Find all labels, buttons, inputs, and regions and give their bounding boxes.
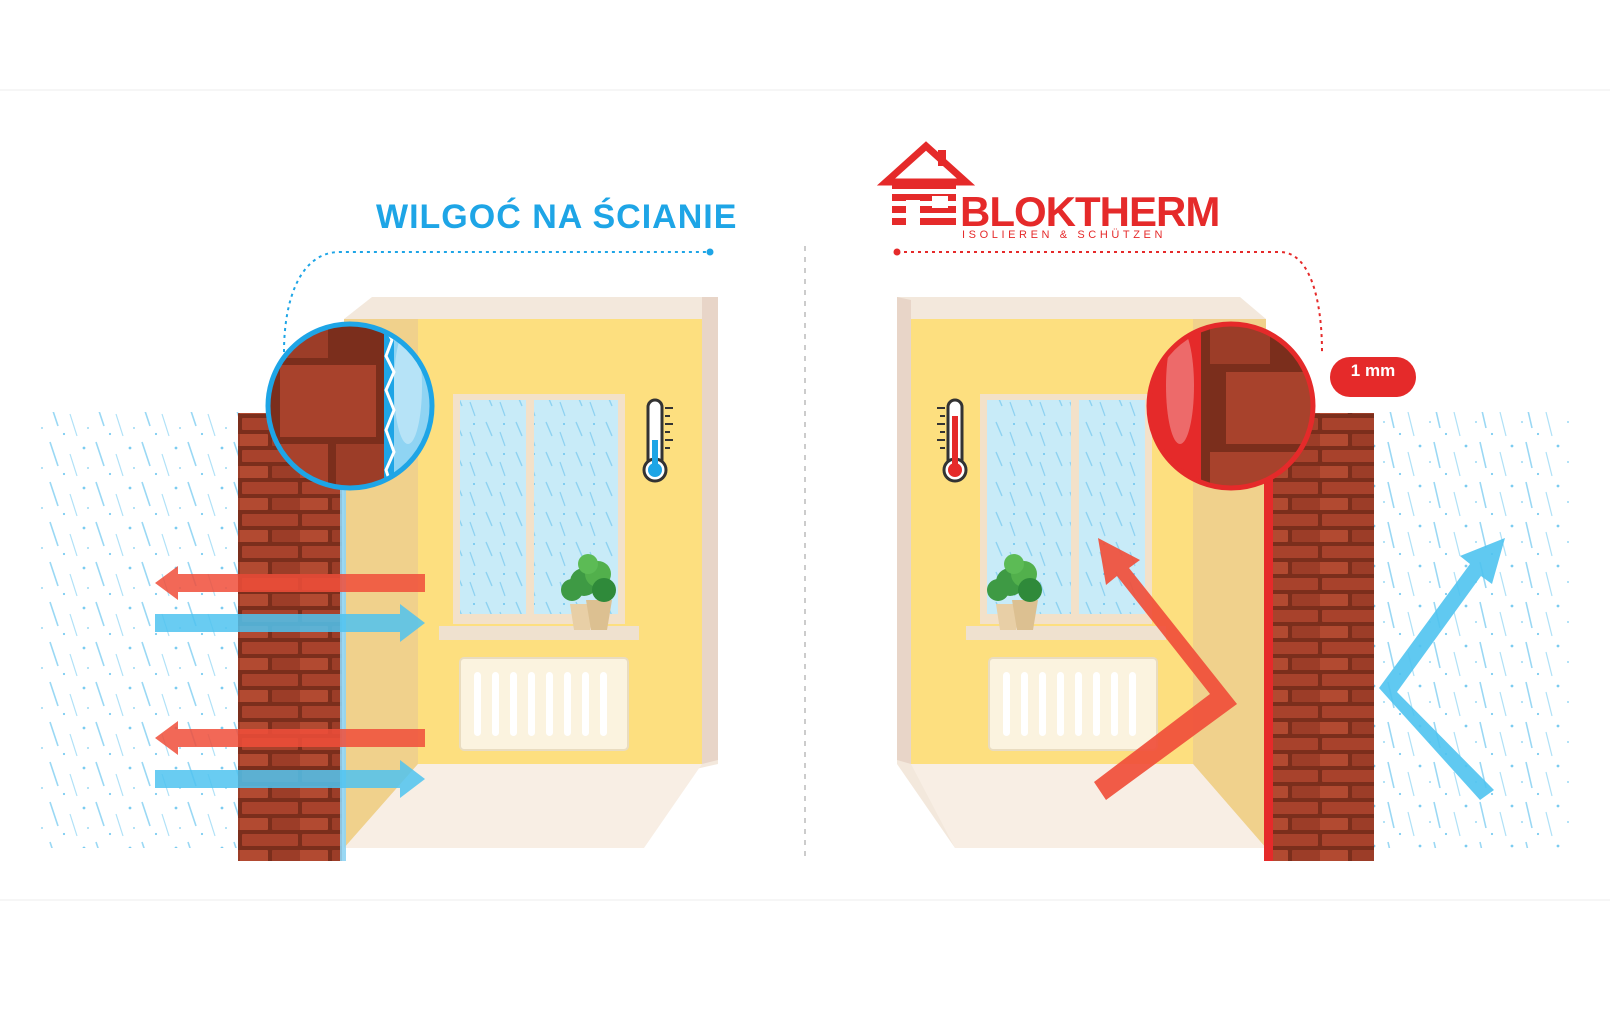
plant-icon [561, 554, 616, 630]
thermometer-icon [642, 398, 673, 483]
house-icon [876, 141, 976, 225]
callout-line-right [897, 251, 1323, 353]
brand-tagline: ISOLIEREN & SCHÜTZEN [962, 229, 1167, 241]
magnifier-icon [1146, 321, 1316, 491]
window-glass-left [460, 400, 526, 614]
left-panel [40, 248, 718, 861]
brand-name: BLOKTHERM [960, 188, 1220, 235]
heat-arrow-1 [155, 566, 425, 600]
room-floor-right [911, 764, 1266, 848]
cold-reflection-arrow [1379, 538, 1505, 800]
radiator-icon [459, 657, 629, 751]
plant-icon [987, 554, 1042, 630]
room-edge-left [702, 297, 718, 764]
callout-dot-left [706, 248, 714, 256]
cold-arrow-2 [155, 760, 425, 798]
blocktherm-layer [1264, 413, 1273, 861]
heat-arrow-2 [155, 721, 425, 755]
room-floor-left [344, 764, 702, 848]
window-sill-left [439, 626, 639, 640]
left-title: WILGOĆ NA ŚCIANIE [376, 198, 738, 236]
radiator-icon [988, 657, 1158, 751]
window-sill-right [966, 626, 1166, 640]
room-edge-right [897, 297, 911, 764]
thermometer-icon [937, 398, 968, 483]
thickness-label: 1 mm [1350, 361, 1396, 380]
magnifier-icon [265, 321, 435, 491]
right-panel [876, 141, 1570, 861]
damp-layer-left [340, 413, 346, 861]
brick-wall-right [1272, 413, 1374, 861]
cold-arrow-1 [155, 604, 425, 642]
heat-reflection-arrow [1094, 538, 1237, 800]
thickness-badge: 1 mm [1330, 357, 1416, 397]
